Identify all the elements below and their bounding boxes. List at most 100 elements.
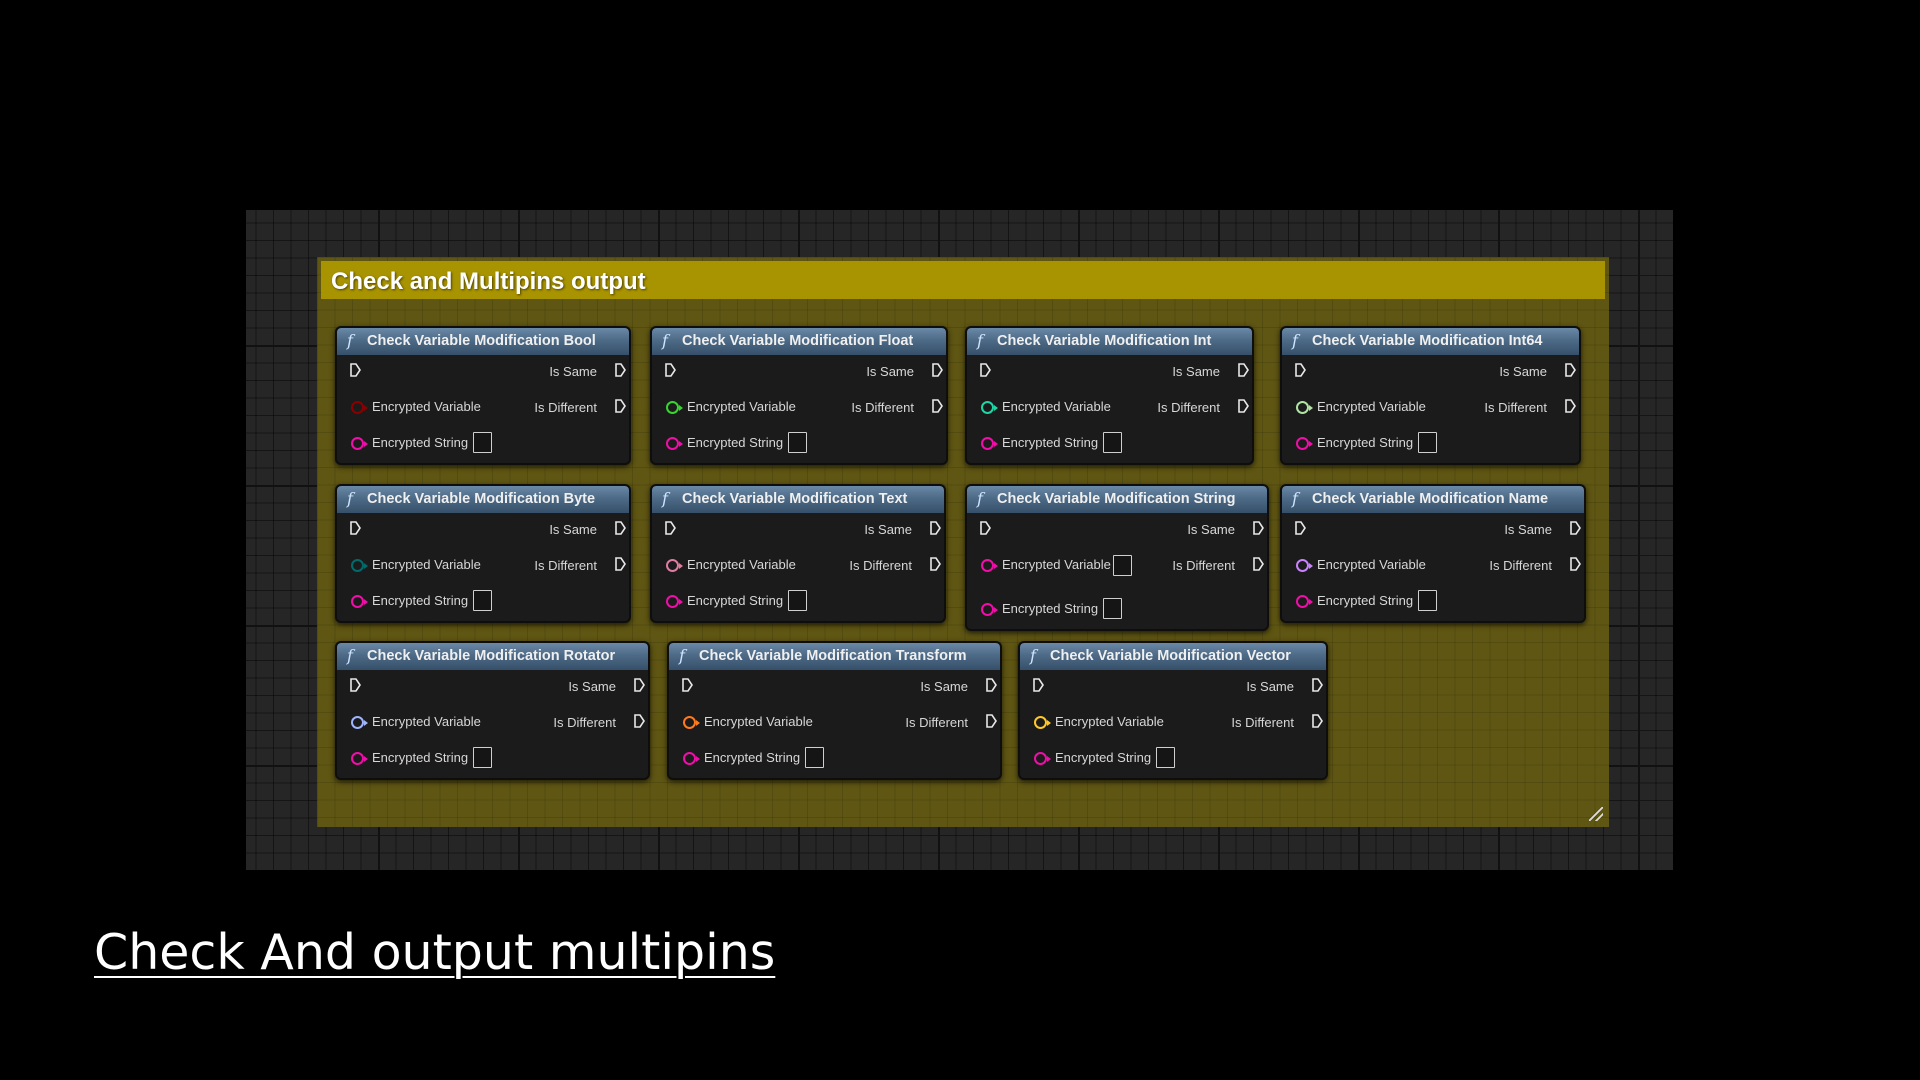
exec-input-pin-icon[interactable] xyxy=(682,678,693,692)
encrypted-string-input-box[interactable] xyxy=(788,590,807,611)
exec-input-pin-icon[interactable] xyxy=(1295,363,1306,377)
exec-input-pin-icon[interactable] xyxy=(350,678,361,692)
exec-input-pin-icon[interactable] xyxy=(980,363,991,377)
node-title: Check Variable Modification Float xyxy=(682,333,914,349)
encrypted-variable-pin-icon[interactable] xyxy=(683,716,700,729)
exec-output-is-same-pin-icon[interactable] xyxy=(1312,678,1323,692)
encrypted-variable-pin-icon[interactable] xyxy=(981,401,998,414)
encrypted-string-input-box[interactable] xyxy=(1156,747,1175,768)
encrypted-string-input-box[interactable] xyxy=(473,590,492,611)
node-title: Check Variable Modification Name xyxy=(1312,491,1549,507)
comment-header[interactable]: Check and Multipins output xyxy=(321,261,1605,299)
encrypted-string-pin-icon[interactable] xyxy=(351,595,368,608)
encrypted-string-input-box[interactable] xyxy=(473,747,492,768)
encrypted-variable-pin-icon[interactable] xyxy=(666,559,683,572)
exec-output-is-different-pin-icon[interactable] xyxy=(1312,714,1323,728)
exec-output-is-same-pin-icon[interactable] xyxy=(1253,521,1264,535)
exec-output-is-different-pin-icon[interactable] xyxy=(1570,557,1581,571)
encrypted-string-input-box[interactable] xyxy=(788,432,807,453)
exec-output-is-different-pin-icon[interactable] xyxy=(634,714,645,728)
exec-output-is-different-pin-icon[interactable] xyxy=(1253,557,1264,571)
function-icon: f xyxy=(347,331,353,350)
encrypted-variable-pin-icon[interactable] xyxy=(1034,716,1051,729)
encrypted-variable-pin-icon[interactable] xyxy=(981,559,998,572)
encrypted-variable-input-box[interactable] xyxy=(1113,555,1132,576)
exec-output-is-different-pin-icon[interactable] xyxy=(930,557,941,571)
comment-resize-grip-icon[interactable] xyxy=(1589,807,1603,821)
is-different-label: Is Different xyxy=(1157,400,1220,415)
exec-output-is-same-pin-icon[interactable] xyxy=(1570,521,1581,535)
encrypted-string-pin-icon[interactable] xyxy=(981,437,998,450)
encrypted-variable-pin-icon[interactable] xyxy=(666,401,683,414)
encrypted-string-pin-icon[interactable] xyxy=(666,437,683,450)
encrypted-string-pin-icon[interactable] xyxy=(1034,752,1051,765)
exec-input-pin-icon[interactable] xyxy=(350,363,361,377)
exec-input-pin-icon[interactable] xyxy=(1033,678,1044,692)
encrypted-variable-label: Encrypted Variable xyxy=(1317,399,1426,414)
encrypted-string-pin-icon[interactable] xyxy=(1296,595,1313,608)
encrypted-string-input-box[interactable] xyxy=(473,432,492,453)
exec-output-is-same-pin-icon[interactable] xyxy=(932,363,943,377)
exec-output-is-same-pin-icon[interactable] xyxy=(615,521,626,535)
encrypted-variable-pin-icon[interactable] xyxy=(351,559,368,572)
exec-input-pin-icon[interactable] xyxy=(350,521,361,535)
encrypted-variable-pin-icon[interactable] xyxy=(351,401,368,414)
encrypted-string-pin-icon[interactable] xyxy=(351,437,368,450)
encrypted-variable-label: Encrypted Variable xyxy=(704,714,813,729)
exec-output-is-different-pin-icon[interactable] xyxy=(1238,399,1249,413)
encrypted-string-pin-icon[interactable] xyxy=(351,752,368,765)
exec-output-is-different-pin-icon[interactable] xyxy=(1565,399,1576,413)
encrypted-variable-pin-icon[interactable] xyxy=(351,716,368,729)
exec-output-is-different-pin-icon[interactable] xyxy=(615,557,626,571)
is-same-label: Is Same xyxy=(549,364,597,379)
exec-input-pin-icon[interactable] xyxy=(665,521,676,535)
exec-output-is-same-pin-icon[interactable] xyxy=(1238,363,1249,377)
exec-output-is-different-pin-icon[interactable] xyxy=(986,714,997,728)
exec-output-is-same-pin-icon[interactable] xyxy=(1565,363,1576,377)
encrypted-string-input-box[interactable] xyxy=(805,747,824,768)
encrypted-variable-pin-icon[interactable] xyxy=(1296,559,1313,572)
encrypted-string-input-box[interactable] xyxy=(1103,598,1122,619)
encrypted-variable-pin-icon[interactable] xyxy=(1296,401,1313,414)
exec-output-is-same-pin-icon[interactable] xyxy=(986,678,997,692)
encrypted-string-input-box[interactable] xyxy=(1103,432,1122,453)
encrypted-string-pin-icon[interactable] xyxy=(981,603,998,616)
exec-output-is-different-pin-icon[interactable] xyxy=(615,399,626,413)
exec-input-pin-icon[interactable] xyxy=(1295,521,1306,535)
exec-input-pin-icon[interactable] xyxy=(665,363,676,377)
exec-input-pin-icon[interactable] xyxy=(980,521,991,535)
encrypted-string-input-box[interactable] xyxy=(1418,432,1437,453)
exec-output-is-same-pin-icon[interactable] xyxy=(615,363,626,377)
encrypted-string-pin-icon[interactable] xyxy=(1296,437,1313,450)
encrypted-string-pin-icon[interactable] xyxy=(683,752,700,765)
exec-output-is-same-pin-icon[interactable] xyxy=(930,521,941,535)
exec-output-is-different-pin-icon[interactable] xyxy=(932,399,943,413)
encrypted-string-input-box[interactable] xyxy=(1418,590,1437,611)
encrypted-string-pin-icon[interactable] xyxy=(666,595,683,608)
exec-output-is-same-pin-icon[interactable] xyxy=(634,678,645,692)
